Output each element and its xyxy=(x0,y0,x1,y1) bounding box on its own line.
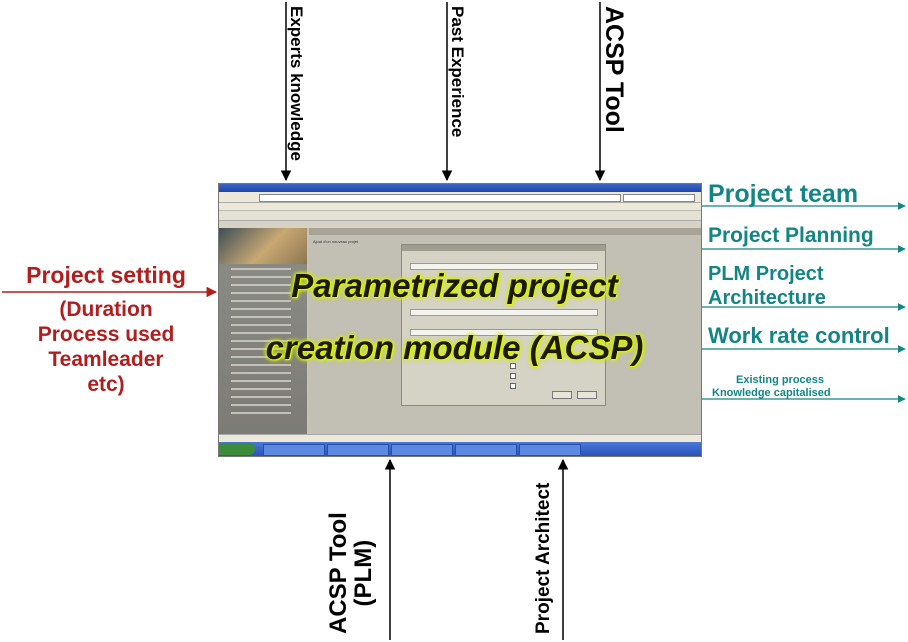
form-input[interactable] xyxy=(410,309,598,316)
sidebar-item[interactable] xyxy=(231,404,291,406)
output-knowledge-capitalised: Knowledge capitalised xyxy=(712,387,831,399)
label-acsp-tool-top: ACSP Tool xyxy=(600,6,628,133)
label-experts-knowledge: Experts knowledge xyxy=(287,6,306,161)
label-acsp-tool-plm-line1: ACSP Tool xyxy=(325,512,352,634)
central-module-label: Parametrized project creation module (AC… xyxy=(232,255,677,379)
menu-bar xyxy=(219,203,701,211)
detail-process-used: Process used xyxy=(37,323,175,346)
sidebar xyxy=(219,228,307,434)
output-project-team: Project team xyxy=(708,180,859,208)
app-screenshot: Ajout d'un nouveau projet xyxy=(218,183,702,457)
output-project-planning: Project Planning xyxy=(708,224,874,247)
form-checkbox[interactable] xyxy=(510,373,516,379)
sidebar-item[interactable] xyxy=(231,292,291,294)
detail-teamleader: Teamleader xyxy=(48,348,164,371)
sidebar-banner xyxy=(219,228,307,264)
sidebar-item[interactable] xyxy=(231,324,291,326)
sidebar-item[interactable] xyxy=(231,364,291,366)
detail-etc: etc) xyxy=(87,373,125,396)
form-checkbox[interactable] xyxy=(510,383,516,389)
search-field[interactable] xyxy=(623,194,695,202)
detail-duration: (Duration xyxy=(59,298,153,321)
sidebar-item[interactable] xyxy=(231,276,291,278)
taskbar-item[interactable] xyxy=(519,444,581,456)
panel-header xyxy=(402,245,605,251)
sidebar-item[interactable] xyxy=(231,348,291,350)
taskbar-item[interactable] xyxy=(391,444,453,456)
taskbar-item[interactable] xyxy=(263,444,325,456)
output-existing-process: Existing process xyxy=(736,374,825,386)
page-title: Ajout d'un nouveau projet xyxy=(313,239,359,244)
label-acsp-tool-plm: ACSP Tool (PLM) xyxy=(325,512,377,634)
form-input[interactable] xyxy=(410,263,598,270)
sidebar-item[interactable] xyxy=(231,356,291,358)
label-project-setting-details: (Duration Process used Teamleader etc) xyxy=(6,297,206,397)
sidebar-item[interactable] xyxy=(231,340,291,342)
output-work-rate-control: Work rate control xyxy=(708,323,890,348)
cancel-button[interactable] xyxy=(552,391,572,399)
sidebar-item[interactable] xyxy=(231,396,291,398)
sidebar-item[interactable] xyxy=(231,308,291,310)
url-field[interactable] xyxy=(259,194,621,202)
sidebar-item[interactable] xyxy=(231,268,291,270)
address-bar xyxy=(219,192,701,203)
sidebar-item[interactable] xyxy=(231,388,291,390)
sidebar-item[interactable] xyxy=(231,412,291,414)
start-button[interactable] xyxy=(219,443,255,455)
toolbar xyxy=(219,211,701,221)
sidebar-item[interactable] xyxy=(231,372,291,374)
content-header xyxy=(309,228,701,235)
form-input[interactable] xyxy=(410,329,598,336)
taskbar-item[interactable] xyxy=(455,444,517,456)
window-titlebar xyxy=(219,184,701,192)
form-checkbox[interactable] xyxy=(510,363,516,369)
central-label-line2: creation module (ACSP) xyxy=(265,329,644,366)
taskbar xyxy=(219,442,701,456)
label-project-setting: Project setting xyxy=(26,262,186,288)
sidebar-item[interactable] xyxy=(231,316,291,318)
output-plm-project: PLM Project xyxy=(708,263,824,285)
sidebar-item[interactable] xyxy=(231,300,291,302)
main-content: Ajout d'un nouveau projet xyxy=(309,228,701,434)
label-acsp-tool-plm-line2: (PLM) xyxy=(350,539,377,607)
tab-bar xyxy=(219,221,701,228)
label-past-experience: Past Experience xyxy=(448,6,467,138)
central-label-line1: Parametrized project xyxy=(291,267,618,304)
sidebar-item[interactable] xyxy=(231,332,291,334)
sidebar-item[interactable] xyxy=(231,284,291,286)
sidebar-item[interactable] xyxy=(231,380,291,382)
output-architecture: Architecture xyxy=(708,287,826,309)
next-button[interactable] xyxy=(577,391,597,399)
taskbar-item[interactable] xyxy=(327,444,389,456)
label-project-architect: Project Architect xyxy=(533,482,554,634)
status-bar xyxy=(219,434,701,443)
project-form-panel xyxy=(401,244,606,406)
